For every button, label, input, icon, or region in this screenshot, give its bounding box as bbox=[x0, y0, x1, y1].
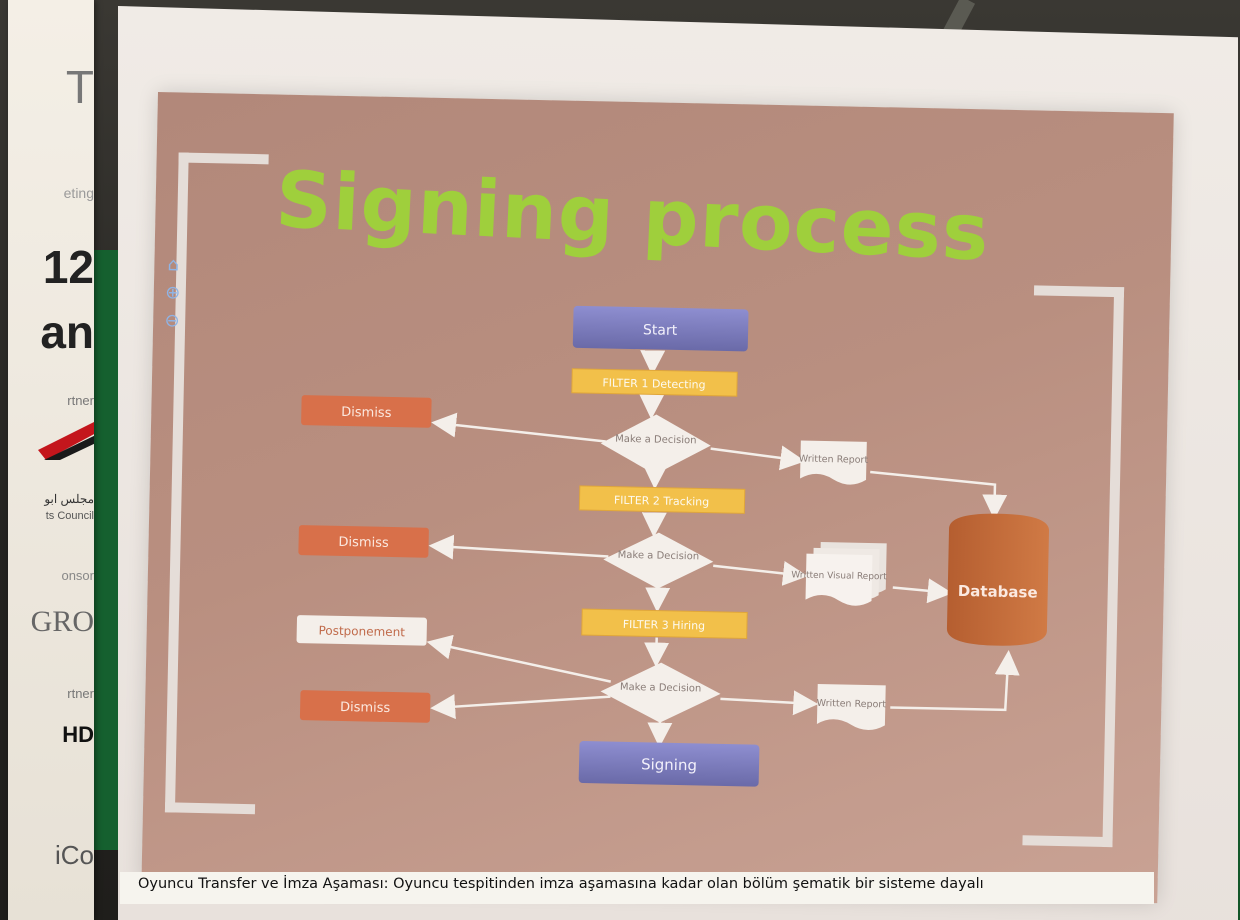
banner-line: GRO bbox=[30, 605, 94, 638]
dismiss-1-node bbox=[301, 395, 432, 428]
written-report-3-label: Written Report bbox=[817, 698, 887, 710]
decision-3-node bbox=[600, 662, 721, 723]
banner-line: مجلس ابو bbox=[44, 492, 94, 506]
written-report-3-node bbox=[816, 683, 886, 731]
written-report-1-node bbox=[800, 440, 867, 485]
caption-bar bbox=[120, 872, 1154, 904]
decision-2-node bbox=[603, 532, 714, 589]
signing-node bbox=[578, 741, 760, 787]
database-label: Database bbox=[958, 582, 1038, 602]
start-node bbox=[572, 305, 749, 352]
banner-line: an bbox=[40, 306, 94, 358]
filter-2-label: FILTER 2 Tracking bbox=[614, 494, 710, 509]
filter-3-node bbox=[581, 608, 748, 639]
banner-line: eting bbox=[63, 185, 94, 201]
banner-line: 12 bbox=[42, 241, 94, 293]
dismiss-3-node bbox=[299, 690, 431, 723]
sponsor-banner: T eting 12 an rtner مجلس ابو ts Council … bbox=[8, 0, 94, 920]
flowchart: Start FILTER 1 Detecting Make a Decision… bbox=[296, 305, 1050, 787]
signing-label: Signing bbox=[641, 755, 697, 774]
banner-line: T bbox=[65, 61, 94, 113]
filter-1-node bbox=[571, 368, 738, 397]
decision-1-label: Make a Decision bbox=[615, 434, 697, 447]
written-visual-report-label: Written Visual Report bbox=[791, 570, 887, 582]
start-label: Start bbox=[643, 322, 678, 339]
filter-1-label: FILTER 1 Detecting bbox=[602, 376, 705, 391]
photo-caption: Oyuncu Transfer ve İmza Aşaması: Oyuncu … bbox=[138, 876, 984, 892]
postponement-label: Postponement bbox=[318, 623, 405, 639]
decision-1-node bbox=[600, 414, 711, 475]
filter-2-node bbox=[578, 485, 746, 514]
dismiss-1-label: Dismiss bbox=[341, 405, 392, 421]
banner-line: ts Council bbox=[45, 510, 94, 522]
dismiss-2-node bbox=[298, 525, 429, 558]
written-visual-report-node bbox=[805, 553, 873, 606]
flag-logo bbox=[38, 422, 94, 460]
projected-slide: ⌂ ⊕ ⊖ Signing process bbox=[141, 92, 1174, 904]
filter-3-label: FILTER 3 Hiring bbox=[623, 618, 706, 633]
dismiss-3-label: Dismiss bbox=[340, 700, 391, 716]
banner-line: iCo bbox=[54, 840, 94, 870]
written-report-1-label: Written Report bbox=[799, 454, 869, 466]
decision-2-label: Make a Decision bbox=[618, 550, 700, 563]
banner-line: HD bbox=[62, 722, 94, 747]
dismiss-2-label: Dismiss bbox=[338, 535, 389, 551]
banner-line: onsor bbox=[61, 568, 94, 583]
banner-line: rtner bbox=[67, 686, 94, 701]
decision-3-label: Make a Decision bbox=[620, 682, 702, 695]
banner-line: rtner bbox=[67, 393, 94, 408]
flow-arrows bbox=[426, 350, 1020, 748]
database-node bbox=[946, 513, 1050, 646]
postponement-node bbox=[296, 615, 427, 646]
